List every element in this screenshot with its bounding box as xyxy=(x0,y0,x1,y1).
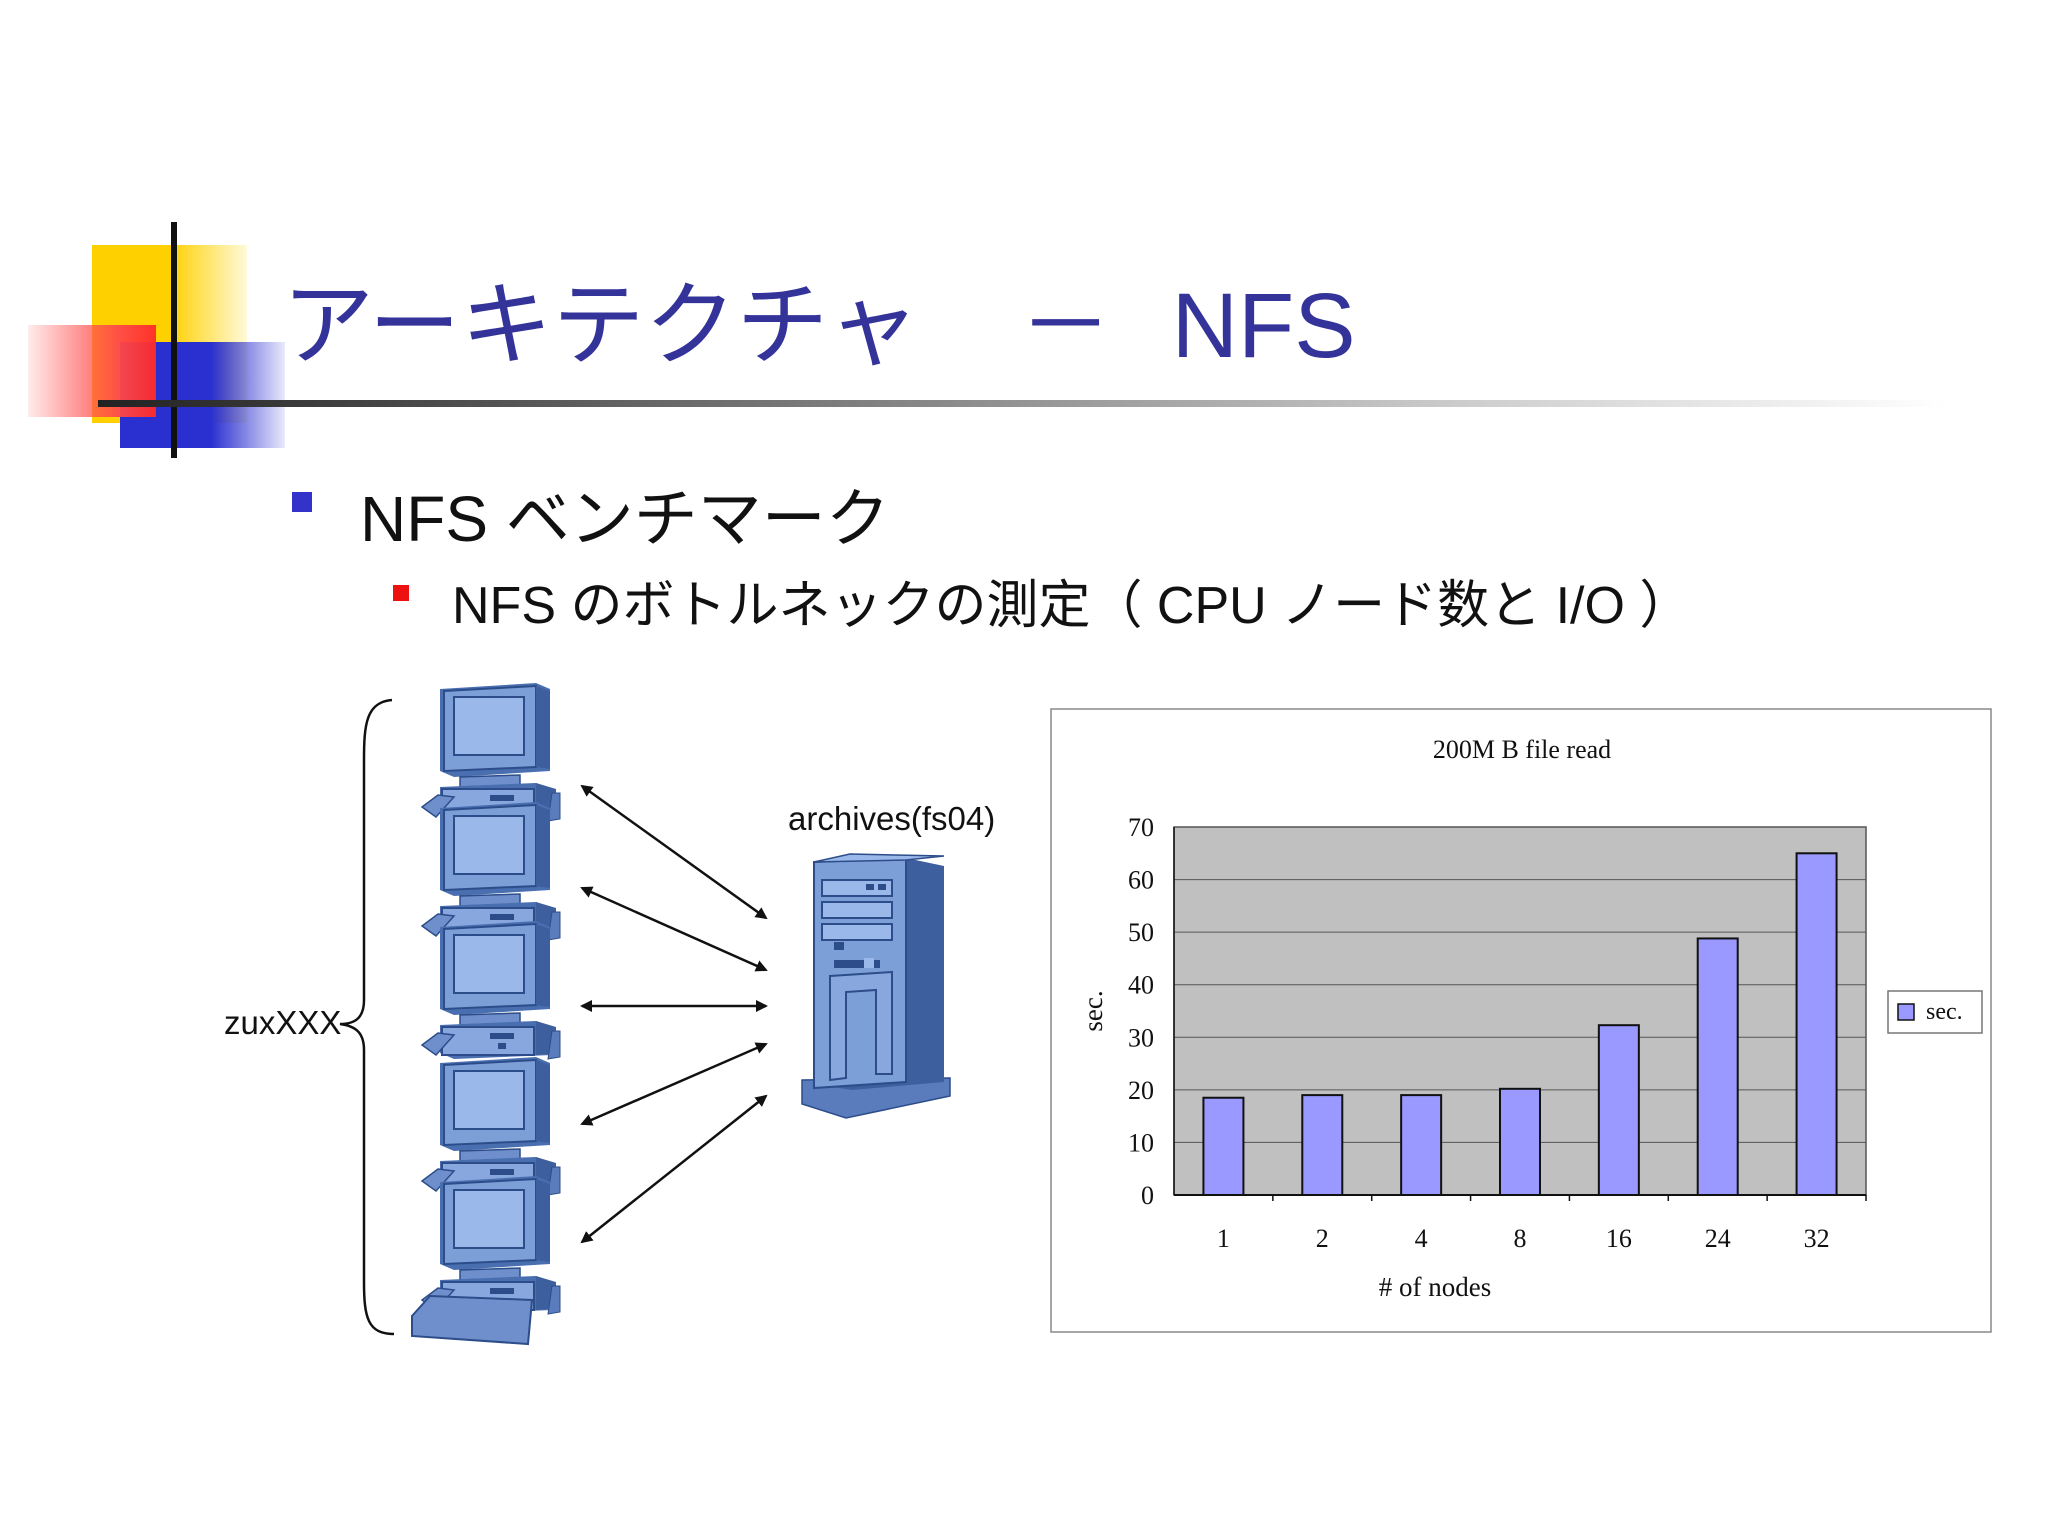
desktop-computer-icon xyxy=(439,1175,561,1315)
x-tick-label: 24 xyxy=(1705,1224,1731,1253)
y-tick-labels: 0 10 20 30 40 50 60 70 xyxy=(1128,813,1154,1210)
title-underline xyxy=(98,400,1948,407)
x-tick-label: 1 xyxy=(1217,1224,1230,1253)
tower-server-icon xyxy=(801,853,951,1119)
y-tick-label: 30 xyxy=(1128,1023,1154,1052)
desktop-computer-icon xyxy=(439,682,561,822)
bar-8 xyxy=(1499,1087,1541,1197)
x-tick-label: 2 xyxy=(1316,1224,1329,1253)
x-tick-label: 32 xyxy=(1804,1224,1830,1253)
bar-32 xyxy=(1795,852,1838,1197)
desktop-computer-icon xyxy=(439,920,561,1060)
gridlines xyxy=(1174,879,1866,1143)
bar-24 xyxy=(1696,937,1739,1197)
slide-title-main: アーキテクチャ xyxy=(282,272,920,379)
legend-swatch xyxy=(1897,1003,1915,1021)
x-axis-label: # of nodes xyxy=(1379,1272,1491,1302)
bars xyxy=(1202,852,1867,1201)
bullet-text-level2: NFS のボトルネックの測定（ CPU ノード数と I/O ） xyxy=(452,577,1692,635)
client-group-brace xyxy=(339,698,395,1336)
x-tick-label: 16 xyxy=(1606,1224,1632,1253)
bar-2 xyxy=(1301,1094,1344,1196)
y-tick-label: 40 xyxy=(1128,971,1154,1000)
bullet-text-level1: NFS ベンチマーク xyxy=(360,483,890,555)
slide-title-separator: － xyxy=(1019,272,1112,379)
nfs-architecture-diagram: zuxXXX archives(fs04) xyxy=(224,682,995,1346)
legend-label: sec. xyxy=(1926,999,1963,1025)
y-tick-label: 20 xyxy=(1128,1076,1154,1105)
y-tick-label: 50 xyxy=(1128,918,1154,947)
desktop-computer-icon xyxy=(439,801,561,941)
bullet-square-level1 xyxy=(292,492,312,512)
bar-16 xyxy=(1597,1024,1640,1196)
desktop-computer-icon xyxy=(439,1056,561,1196)
y-tick-label: 70 xyxy=(1128,813,1154,842)
bar-1 xyxy=(1202,1096,1245,1196)
client-computer-stack xyxy=(411,682,561,1346)
chart-title: 200M B file read xyxy=(1433,735,1611,764)
slide-title-suffix: NFS xyxy=(1171,275,1356,377)
legend: sec. xyxy=(1887,990,1983,1034)
y-tick-label: 60 xyxy=(1128,866,1154,895)
client-group-label: zuxXXX xyxy=(224,1004,341,1041)
server-label: archives(fs04) xyxy=(788,800,995,837)
x-tick-label: 8 xyxy=(1514,1224,1527,1253)
bullet-square-level2 xyxy=(393,585,409,601)
x-tick-label: 4 xyxy=(1415,1224,1428,1253)
bar-4 xyxy=(1400,1094,1443,1196)
slide-title: アーキテクチャ－NFS xyxy=(282,280,1356,373)
y-axis-label: sec. xyxy=(1078,990,1108,1031)
title-deco-vertical-line xyxy=(171,222,177,458)
y-tick-label: 10 xyxy=(1128,1128,1154,1157)
connection-arrows xyxy=(580,784,768,1244)
y-tick-label: 0 xyxy=(1141,1181,1154,1210)
